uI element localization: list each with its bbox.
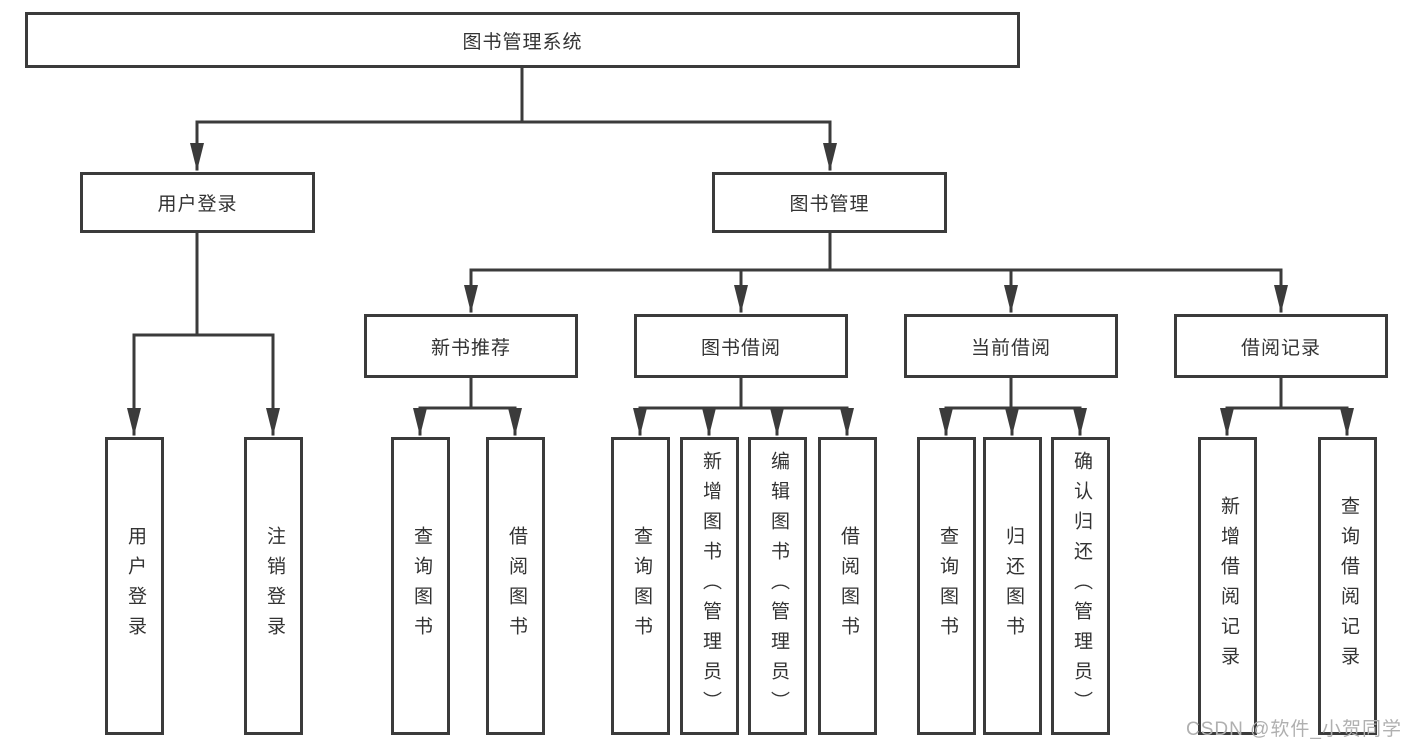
edge-user-login-to-leaves	[127, 232, 280, 436]
node-label: 图书借阅	[700, 337, 781, 359]
leaf-label: 新增借阅记录	[1217, 496, 1239, 676]
leaf-label: 查询图书	[410, 526, 432, 646]
node-book-borrowing: 图书借阅	[634, 314, 848, 378]
leaf-borrow-books-recommend: 借阅图书	[486, 437, 545, 735]
leaf-label: 查询图书	[936, 526, 958, 646]
leaf-add-borrow-record: 新增借阅记录	[1198, 437, 1257, 735]
node-library-management-system: 图书管理系统	[25, 12, 1020, 68]
leaf-label: 新增图书（管理员）	[699, 451, 721, 721]
leaf-confirm-return-admin: 确认归还（管理员）	[1051, 437, 1110, 735]
edge-root-to-level1	[190, 65, 837, 171]
node-label: 当前借阅	[970, 337, 1051, 359]
node-current-borrowing: 当前借阅	[904, 314, 1118, 378]
edge-book-borrow-to-leaves	[633, 375, 854, 436]
leaf-query-books-recommend: 查询图书	[391, 437, 450, 735]
node-book-management: 图书管理	[712, 172, 947, 233]
node-label: 图书管理系统	[462, 31, 583, 53]
leaf-label: 归还图书	[1002, 526, 1024, 646]
leaf-user-login: 用户登录	[105, 437, 164, 735]
node-label: 新书推荐	[430, 337, 511, 359]
leaf-label: 借阅图书	[505, 526, 527, 646]
leaf-label: 查询借阅记录	[1337, 496, 1359, 676]
leaf-label: 确认归还（管理员）	[1070, 451, 1092, 721]
leaf-label: 查询图书	[630, 526, 652, 646]
leaf-query-books-borrowing: 查询图书	[611, 437, 670, 735]
edge-new-book-rec-to-leaves	[413, 375, 522, 436]
leaf-logout: 注销登录	[244, 437, 303, 735]
leaf-label: 编辑图书（管理员）	[767, 451, 789, 721]
leaf-edit-books-admin: 编辑图书（管理员）	[748, 437, 807, 735]
node-label: 图书管理	[789, 194, 870, 215]
node-label: 借阅记录	[1240, 337, 1321, 359]
node-borrowing-records: 借阅记录	[1174, 314, 1388, 378]
leaf-label: 注销登录	[263, 526, 285, 646]
leaf-query-books-current: 查询图书	[917, 437, 976, 735]
leaf-label: 借阅图书	[837, 526, 859, 646]
leaf-borrow-books-borrowing: 借阅图书	[818, 437, 877, 735]
leaf-label: 用户登录	[124, 526, 146, 646]
leaf-return-books: 归还图书	[983, 437, 1042, 735]
node-new-book-recommend: 新书推荐	[364, 314, 578, 378]
node-user-login: 用户登录	[80, 172, 315, 233]
leaf-add-books-admin: 新增图书（管理员）	[680, 437, 739, 735]
edge-book-mgmt-to-level2	[464, 232, 1288, 313]
watermark: CSDN @软件_小贺同学	[1186, 719, 1402, 740]
edge-borrow-records-to-leaves	[1220, 375, 1354, 436]
node-label: 用户登录	[157, 194, 238, 215]
leaf-query-borrow-record: 查询借阅记录	[1318, 437, 1377, 735]
edge-current-borrow-to-leaves	[939, 375, 1087, 436]
